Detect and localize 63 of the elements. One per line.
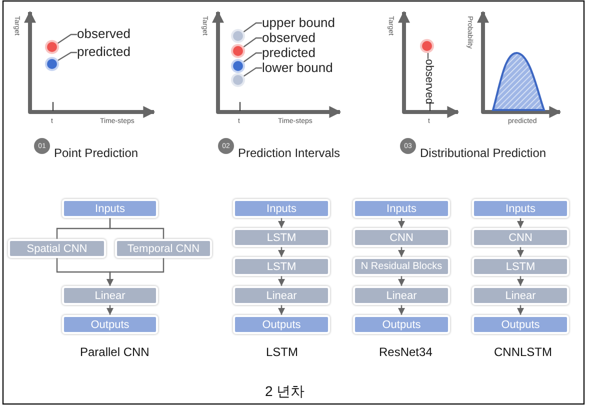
layer-box: Outputs xyxy=(353,315,450,334)
arrow xyxy=(517,247,524,257)
arrow xyxy=(517,305,524,315)
layer-box: CNN xyxy=(472,228,569,247)
arrow xyxy=(106,305,114,315)
layer-box: Temporal CNN xyxy=(115,239,212,258)
layer-box: Spatial CNN xyxy=(8,239,106,258)
point-label: observed xyxy=(262,30,352,46)
arrow xyxy=(278,276,285,286)
data-point-dot xyxy=(233,31,243,41)
leader-line xyxy=(243,52,262,62)
layer-box: Outputs xyxy=(233,315,330,334)
point-label: observed xyxy=(419,59,437,109)
diagram-caption: ResNet34 xyxy=(379,345,432,359)
layer-box: Outputs xyxy=(472,315,569,334)
leader-line xyxy=(243,67,262,77)
arrow xyxy=(398,247,405,257)
leader-line xyxy=(243,22,262,32)
connector-line xyxy=(109,218,164,239)
layer-box: Inputs xyxy=(472,199,569,218)
arrow xyxy=(517,276,524,286)
data-point-dot xyxy=(233,46,243,56)
leader-line xyxy=(58,52,77,61)
layer-box: Outputs xyxy=(62,315,158,334)
layer-box: Inputs xyxy=(233,199,330,218)
layer-box: LSTM xyxy=(233,257,330,276)
data-point-dot xyxy=(422,41,432,51)
figure-caption: 2 년차 xyxy=(265,383,305,401)
leader-line xyxy=(57,34,77,44)
panel-title: Point Prediction xyxy=(54,146,138,160)
panel-title: Prediction Intervals xyxy=(238,146,340,160)
layer-box: N Residual Blocks xyxy=(353,257,450,276)
data-point-dot xyxy=(233,75,243,85)
layer-box: LSTM xyxy=(472,257,569,276)
data-point-dot xyxy=(47,42,57,52)
point-label: predicted xyxy=(262,45,352,61)
diagram-caption: LSTM xyxy=(266,345,298,359)
point-label: predicted xyxy=(77,44,141,61)
point-label: observed xyxy=(77,26,141,43)
layer-box: Linear xyxy=(62,286,158,305)
layer-box: Linear xyxy=(353,286,450,305)
arrow xyxy=(106,258,164,286)
diagram-caption: Parallel CNN xyxy=(80,345,150,359)
arrow xyxy=(517,218,524,228)
arrow xyxy=(398,218,405,228)
arrow xyxy=(398,276,405,286)
data-point-dot xyxy=(47,59,57,69)
point-label: lower bound xyxy=(262,60,352,76)
arrow xyxy=(278,218,285,228)
layer-box: Inputs xyxy=(353,199,450,218)
layer-box: Linear xyxy=(233,286,330,305)
diagram-caption: CNNLSTM xyxy=(494,345,552,359)
arrow xyxy=(398,305,405,315)
panel-title: Distributional Prediction xyxy=(420,146,546,160)
leader-line xyxy=(243,37,262,48)
point-label: upper bound xyxy=(262,15,352,31)
layer-box: Linear xyxy=(472,286,569,305)
arrow xyxy=(278,305,285,315)
layer-box: CNN xyxy=(353,228,450,247)
arrow xyxy=(278,247,285,257)
layer-box: LSTM xyxy=(233,228,330,247)
layer-box: Inputs xyxy=(62,199,158,218)
data-point-dot xyxy=(233,61,243,71)
